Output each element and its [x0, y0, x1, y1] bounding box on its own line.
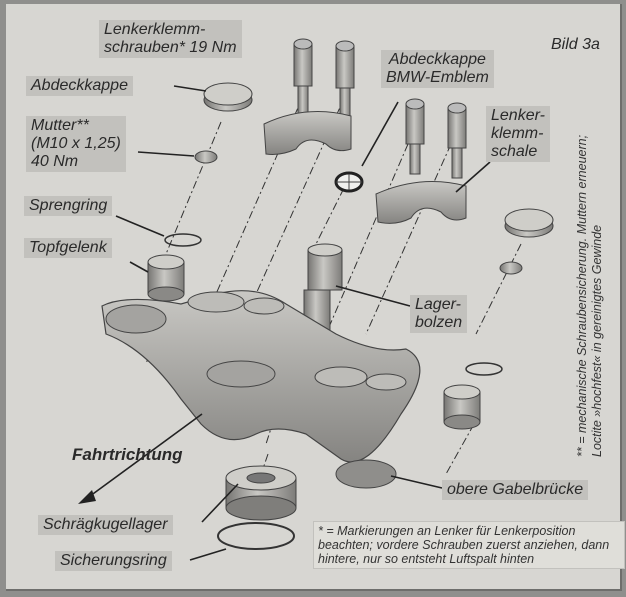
label-lenkerklemmschrauben: Lenkerklemm- schrauben* 19 Nm — [99, 20, 242, 58]
figure-label: Bild 3a — [551, 36, 600, 53]
footnote-single-star: * = Markierungen an Lenker für Lenkerpos… — [313, 521, 625, 569]
pot-joint-left — [147, 254, 185, 302]
nut-left — [194, 150, 218, 164]
leader-lines — [85, 85, 491, 561]
pot-joint-right — [443, 384, 481, 430]
label-abdeckkappe-bmw: Abdeckkappe BMW-Emblem — [381, 50, 494, 88]
snap-ring-left — [164, 233, 202, 247]
label-lagerbolzen: Lager- bolzen — [410, 295, 468, 333]
nut-right — [499, 261, 523, 275]
clamp-screws-left — [293, 38, 355, 124]
label-obere-gabelbruecke: obere Gabelbrücke — [442, 480, 589, 500]
clamp-shell-right — [375, 181, 467, 224]
circlip — [217, 522, 295, 550]
clamp-shell-left — [263, 111, 352, 155]
snap-ring-right — [465, 362, 503, 376]
label-sicherungsring: Sicherungsring — [55, 551, 172, 571]
cover-cap-left — [203, 82, 253, 112]
label-schraegkugellager: Schrägkugellager — [38, 515, 173, 535]
label-abdeckkappe: Abdeckkappe — [26, 76, 133, 96]
footnote-double-star-text: ** = mechanische Schraubensicherung. Mut… — [575, 134, 604, 457]
bmw-emblem-cap — [334, 171, 364, 193]
exploded-view-drawing — [78, 38, 554, 561]
label-fahrtrichtung: Fahrtrichtung — [72, 445, 183, 464]
cover-cap-right — [504, 208, 554, 238]
angular-ball-bearing — [225, 465, 297, 521]
label-sprengring: Sprengring — [24, 196, 113, 216]
label-topfgelenk: Topfgelenk — [24, 238, 112, 258]
clamp-screws-right — [405, 98, 467, 179]
label-lenkerklemmschale: Lenker- klemm- schale — [486, 106, 550, 162]
label-mutter: Mutter** (M10 x 1,25) 40 Nm — [26, 116, 126, 172]
footnote-double-star: ** = mechanische Schraubensicherung. Mut… — [572, 124, 606, 464]
figure-page: Bild 3a Lenkerklemm- schrauben* 19 Nm Ab… — [6, 4, 625, 591]
